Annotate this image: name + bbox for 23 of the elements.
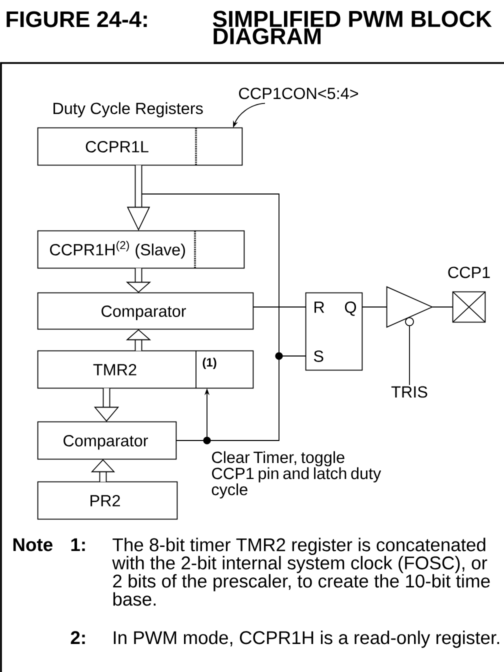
note-number: 1: [71, 538, 85, 551]
figure-number: FIGURE 24-4: [6, 11, 147, 28]
comparator-box: Comparator [37, 292, 254, 330]
wire [362, 306, 388, 308]
signal-label: TRIS [391, 386, 428, 398]
figure-title: SIMPLIFIED PWM BLOCK DIAGRAM [212, 10, 492, 44]
buffer-symbol [386, 286, 434, 328]
footnote-marker: (1) [202, 358, 216, 369]
register-box: PR2 [37, 481, 178, 520]
register-box: CCPR1H$^{(2)}$ (Slave) [37, 230, 245, 269]
note-text: The 8-bit timer TMR2 register is concatenated with the 2-bit internal system clock (FOSC), or 2 bits of the prescaler, to create the 10-bit time base. [112, 538, 490, 606]
latch-box: R Q S [305, 292, 363, 371]
wire [409, 325, 410, 386]
register-box: CCPR1L [37, 127, 243, 166]
wire [252, 306, 306, 308]
signal-note: Clear Timer, toggle CCP1 pin and latch duty cycle [212, 451, 382, 498]
note-text: In PWM mode, CCPR1H is a read-only register. [114, 630, 500, 648]
signal-label: CCP1CON<5:4> [239, 88, 358, 100]
comparator-box: Comparator [37, 421, 177, 460]
note-number: 2: [70, 631, 85, 644]
pin-label: CCP1 [448, 266, 490, 278]
wire [432, 306, 454, 308]
note-heading: Note [13, 538, 52, 552]
